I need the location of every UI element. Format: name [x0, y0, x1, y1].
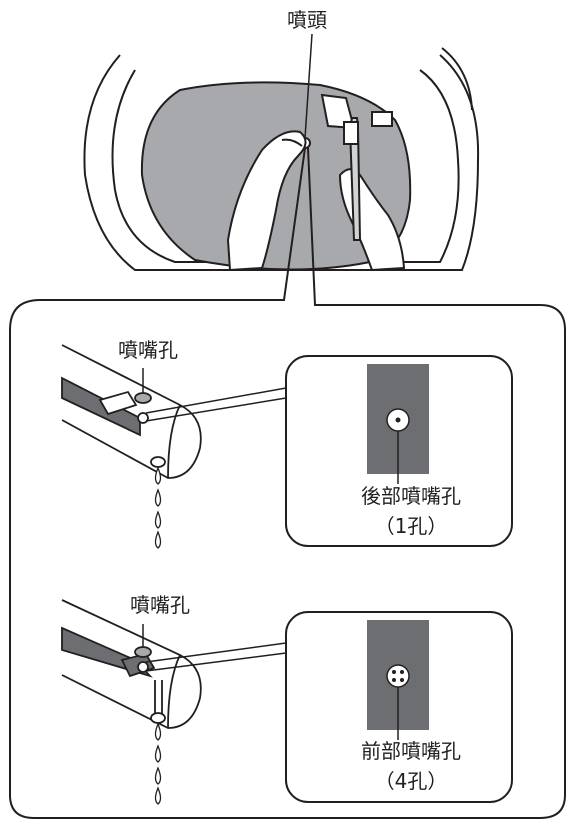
water-drops-upper [154, 466, 162, 549]
nozzle-hole-label-upper: 噴嘴孔 [118, 338, 178, 362]
front-nozzle-hole-dot [400, 670, 404, 674]
water-drop-icon [154, 466, 162, 485]
nozzle-head-label: 噴頭 [287, 8, 327, 32]
front-nozzle-label: 前部噴嘴孔 [361, 739, 461, 763]
nozzle-stem-lower [154, 680, 163, 717]
left-glove-finger [281, 138, 303, 147]
water-drop-icon [154, 530, 162, 549]
nozzle-arm-upper-slot [98, 390, 138, 416]
zoom-line-lower-b [145, 652, 287, 672]
nozzle-tip-opening-lower [150, 712, 166, 724]
front-nozzle-hole-dot [400, 678, 404, 682]
front-nozzle-hole [386, 664, 410, 688]
zoom-line-upper-b [145, 397, 287, 422]
toothbrush-bristles [343, 121, 359, 145]
front-nozzle-hole-dot [392, 678, 396, 682]
water-drop-icon [154, 488, 162, 507]
toilet-bowl-illustration [83, 47, 480, 272]
water-drop-icon [154, 744, 162, 763]
front-nozzle-diagram [61, 599, 287, 729]
nozzle-arm-upper [61, 344, 202, 479]
rear-nozzle-diagram [61, 344, 287, 479]
leader-nozzle-head [304, 33, 313, 139]
rear-nozzle-label: 後部噴嘴孔 [361, 484, 461, 508]
nozzle-hole-lower [134, 646, 152, 658]
nozzle-port-lower [137, 661, 149, 673]
nozzle-tip-opening-upper [150, 456, 166, 468]
callout-frame [9, 147, 566, 819]
front-nozzle-hole-dot [392, 670, 396, 674]
left-glove-hand [226, 130, 307, 272]
toilet-seat-back [441, 47, 473, 111]
water-drop-icon [154, 722, 162, 741]
nozzle-housing-slot [371, 111, 393, 127]
nozzle-arm-upper-tip [167, 404, 181, 479]
front-nozzle-count: （4孔） [374, 769, 448, 793]
water-drops-lower [154, 722, 162, 805]
water-drop-icon [154, 766, 162, 785]
nozzle-arm-lower-tip [167, 654, 181, 729]
nozzle-hole-label-lower: 噴嘴孔 [130, 593, 190, 617]
nozzle-hole-upper [134, 392, 152, 404]
nozzle-port-upper [137, 412, 149, 424]
rear-nozzle-hole-dot [395, 417, 401, 423]
rear-nozzle-count: （1孔） [374, 514, 448, 538]
water-drop-icon [154, 510, 162, 529]
water-drop-icon [154, 786, 162, 805]
zoom-line-upper-a [145, 387, 287, 414]
zoom-line-lower-a [145, 642, 287, 663]
